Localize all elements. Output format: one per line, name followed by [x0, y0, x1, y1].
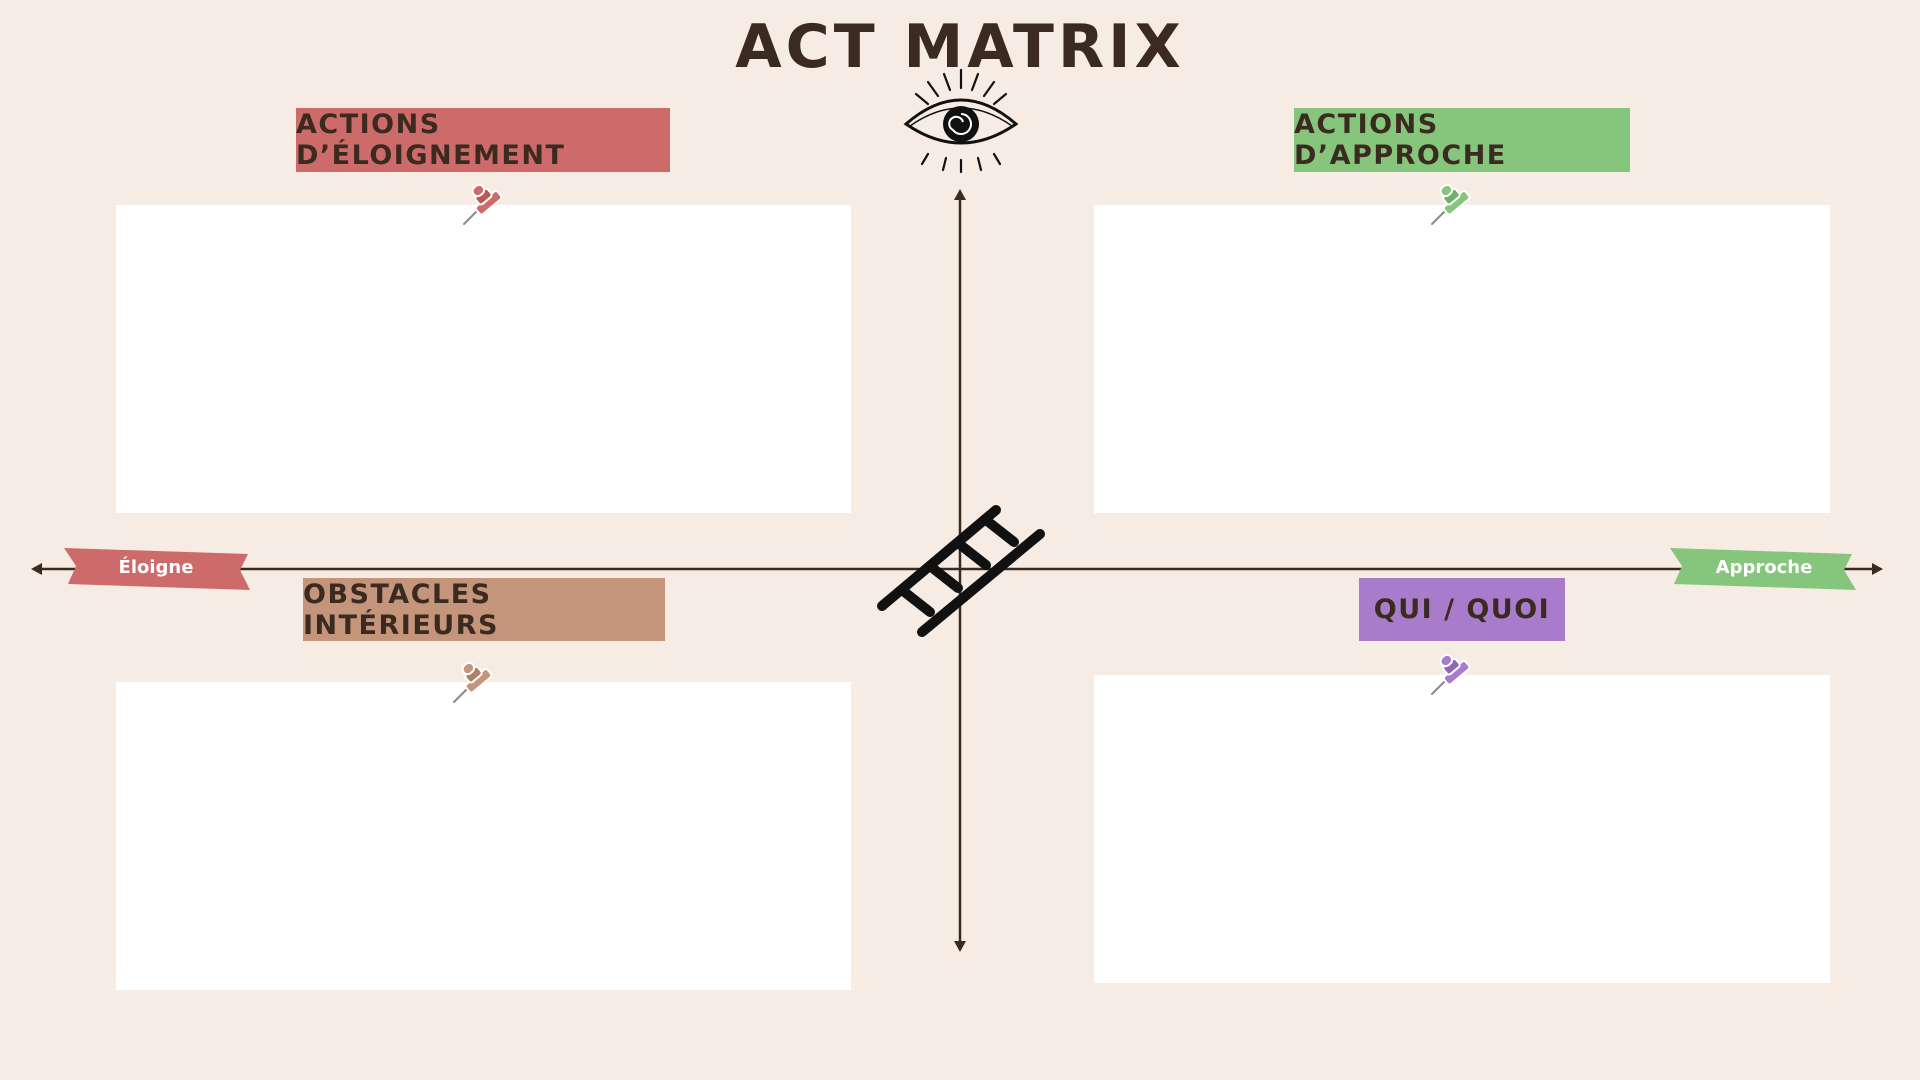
banner-approche-text: Approche: [1715, 556, 1813, 578]
purple-pushpin-icon: [1424, 650, 1480, 700]
box-actions-eloignement[interactable]: [116, 205, 851, 513]
label-actions-approche: ACTIONS D’APPROCHE: [1294, 108, 1630, 172]
label-actions-eloignement: ACTIONS D’ÉLOIGNEMENT: [296, 108, 670, 172]
box-actions-approche[interactable]: [1094, 205, 1830, 513]
box-obstacles-interieurs[interactable]: [116, 682, 851, 990]
eye-icon: [896, 66, 1026, 174]
brown-pushpin-icon: [446, 658, 502, 708]
banner-eloigne-text: Éloigne: [118, 556, 194, 578]
banner-approche: Approche: [1668, 548, 1860, 590]
green-pushpin-icon: [1424, 180, 1480, 230]
page-title: ACT MATRIX: [735, 12, 1185, 82]
label-obstacles-interieurs: OBSTACLES INTÉRIEURS: [303, 578, 665, 641]
red-pushpin-icon: [456, 180, 512, 230]
box-qui-quoi[interactable]: [1094, 675, 1830, 983]
label-qui-quoi: QUI / QUOI: [1359, 578, 1565, 641]
banner-eloigne: Éloigne: [60, 548, 252, 590]
ladder-icon: [872, 500, 1048, 640]
